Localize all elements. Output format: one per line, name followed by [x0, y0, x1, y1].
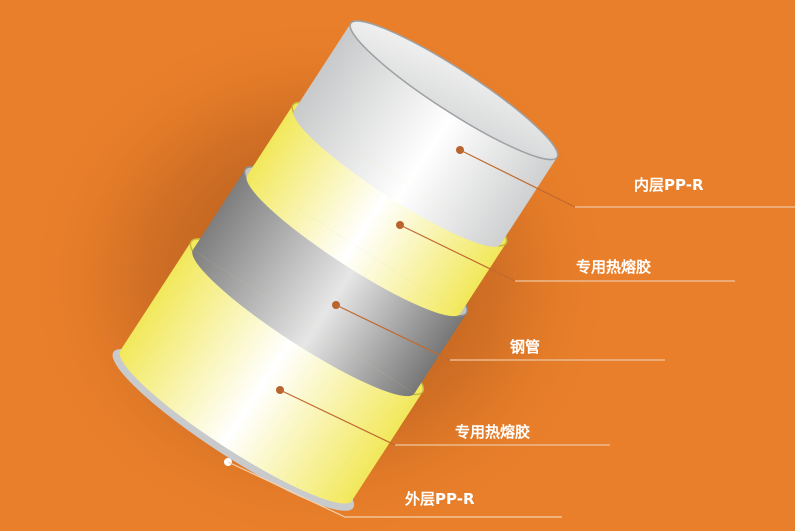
- pipe: [112, 20, 559, 511]
- label-inner-ppr: 内层PP-R: [634, 176, 704, 194]
- label-adhesive-2: 专用热熔胶: [455, 423, 531, 441]
- label-outer-ppr: 外层PP-R: [405, 490, 475, 508]
- inner-ppr-layer: [293, 20, 559, 247]
- label-steel-pipe: 钢管: [510, 338, 541, 356]
- leader-outer-ppr: [224, 458, 562, 518]
- label-adhesive-1: 专用热熔胶: [576, 258, 652, 276]
